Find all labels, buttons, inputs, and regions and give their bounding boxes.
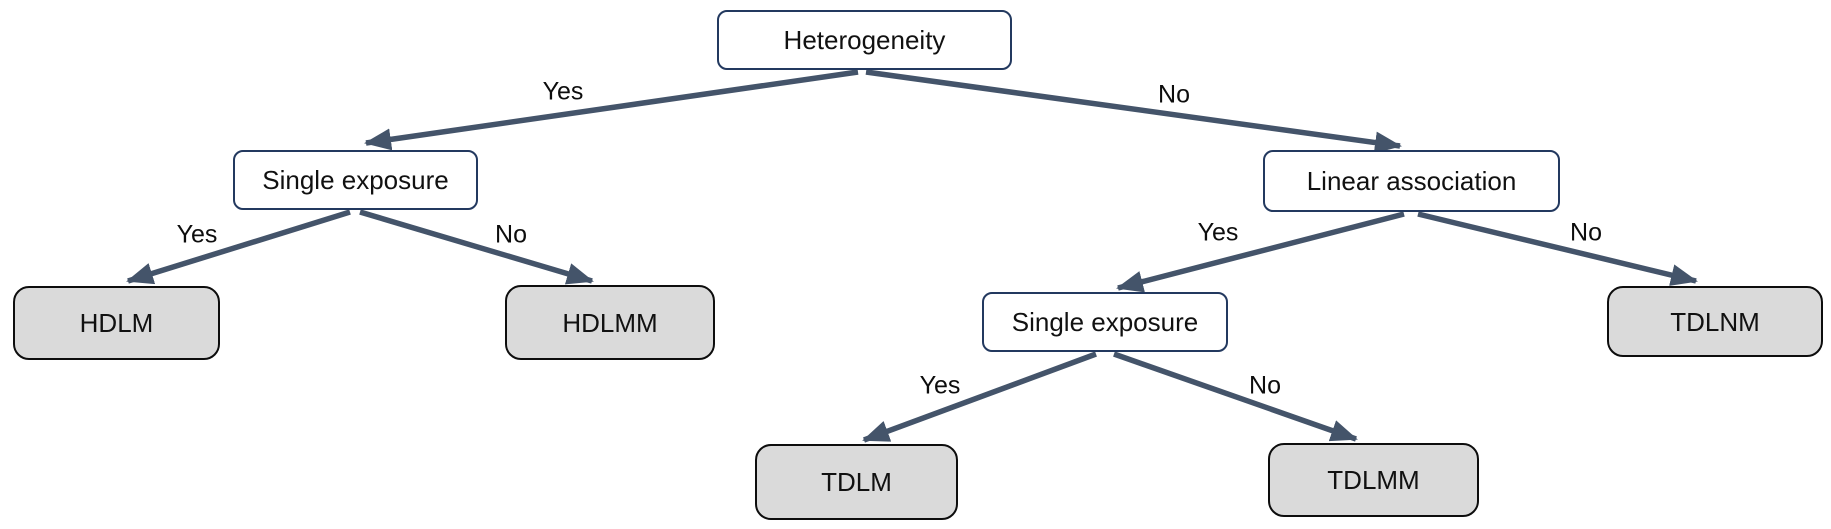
node-tdlm: TDLM — [755, 444, 958, 520]
node-tdlnm: TDLNM — [1607, 286, 1823, 357]
node-single-exposure-left: Single exposure — [233, 150, 478, 210]
node-single-exposure-right: Single exposure — [982, 292, 1228, 352]
edge-right-yes-arrow — [1116, 211, 1405, 293]
node-hdlm: HDLM — [13, 286, 220, 360]
edge-root-yes-arrow — [364, 69, 859, 151]
edge-label-root-no: No — [1158, 80, 1190, 109]
edge-bottom-no-arrow — [1113, 351, 1358, 442]
edge-label-bottom-yes: Yes — [919, 371, 961, 400]
node-linear-association: Linear association — [1263, 150, 1560, 212]
edge-left-no-arrow — [359, 209, 594, 285]
edge-label-bottom-no: No — [1249, 371, 1281, 400]
edge-label-left-no: No — [495, 220, 527, 249]
edge-label-root-yes: Yes — [542, 77, 584, 106]
node-tdlmm: TDLMM — [1268, 443, 1479, 517]
edge-label-right-no: No — [1570, 218, 1602, 247]
node-hdlmm: HDLMM — [505, 285, 715, 360]
edge-bottom-yes-arrow — [862, 351, 1097, 443]
edge-label-right-yes: Yes — [1197, 218, 1239, 247]
edge-root-no-arrow — [865, 69, 1402, 154]
edge-right-no-arrow — [1417, 211, 1698, 286]
edge-label-left-yes: Yes — [176, 220, 218, 249]
node-heterogeneity: Heterogeneity — [717, 10, 1012, 70]
edge-left-yes-arrow — [126, 209, 351, 285]
